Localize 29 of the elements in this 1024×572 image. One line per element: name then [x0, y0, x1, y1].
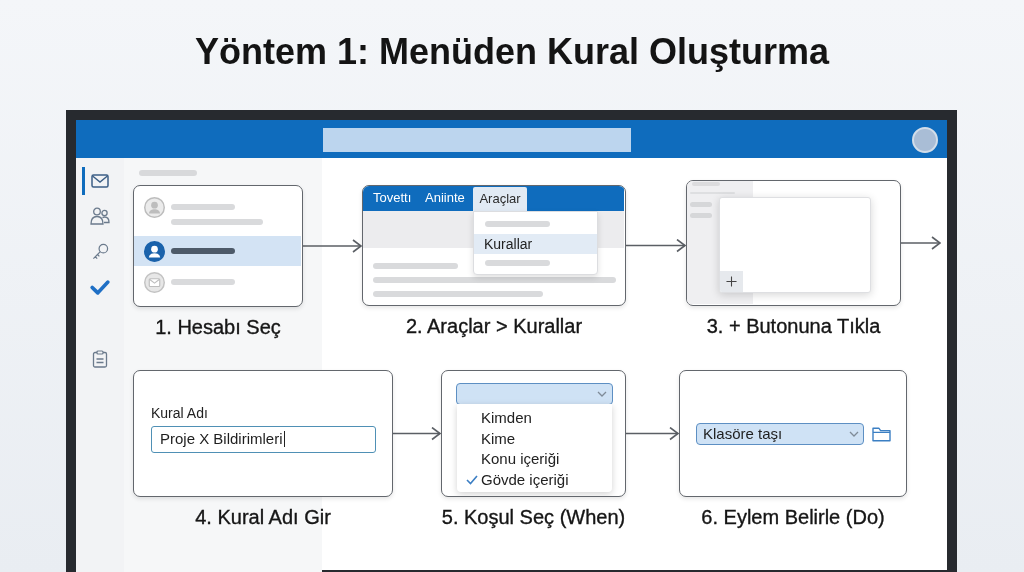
- step-panel: [133, 185, 303, 307]
- input-field: Proje X Bildirimleri: [151, 426, 376, 453]
- arrow: [392, 426, 441, 441]
- list-option: Kime: [481, 428, 516, 449]
- active-menu-tab: Araçlar: [473, 187, 527, 211]
- list-option: Kimden: [481, 408, 532, 428]
- step-caption: 6. Eylem Belirle (Do): [701, 506, 885, 529]
- arrow: [625, 426, 679, 441]
- arrow: [302, 239, 362, 253]
- dropdown-field: Klasöre taşı: [696, 423, 864, 445]
- list-option: Gövde içeriği: [481, 470, 569, 491]
- menu-item: Kurallar: [474, 234, 597, 254]
- title: Yöntem 1: Menüden Kural Oluşturma: [194, 31, 830, 73]
- step-panel: [686, 180, 901, 306]
- step-caption: 3. + Butonuna Tıkla: [706, 315, 881, 338]
- field-label: Kural Adı: [151, 405, 208, 422]
- step-panel: [133, 370, 393, 497]
- step-panel: [679, 370, 907, 497]
- menu-label: Aniinte: [425, 189, 465, 207]
- step-panel: [441, 370, 626, 497]
- arrow: [900, 236, 941, 250]
- step-caption: 4. Kural Adı Gir: [195, 506, 331, 529]
- arrow: [625, 238, 686, 253]
- list-option: Konu içeriği: [481, 449, 560, 470]
- menu-label: Tovettı: [373, 189, 412, 207]
- step-caption: 5. Koşul Seç (When): [441, 506, 626, 529]
- step-panel: [362, 185, 626, 306]
- step-caption: 1. Hesabı Seç: [155, 316, 281, 339]
- step-caption: 2. Araçlar > Kurallar: [405, 315, 583, 338]
